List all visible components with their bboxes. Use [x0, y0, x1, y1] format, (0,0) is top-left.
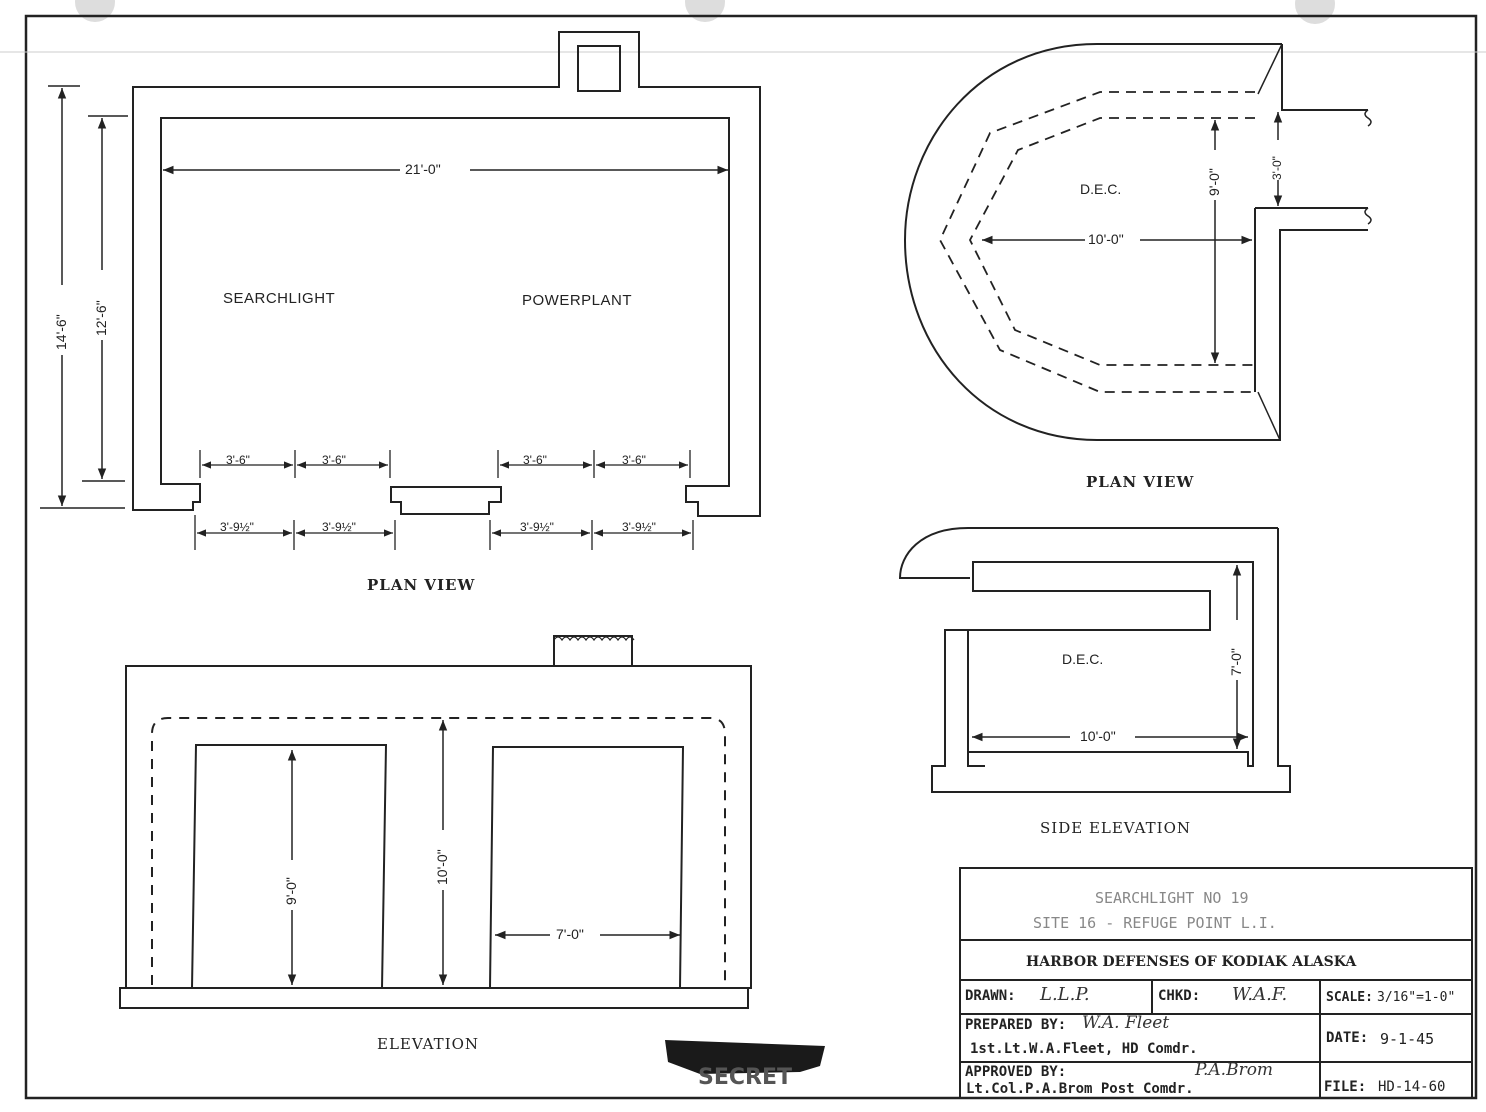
binder-holes	[75, 0, 1335, 24]
tb-file-label: FILE:	[1324, 1079, 1367, 1095]
tb-file-value: HD-14-60	[1378, 1079, 1446, 1095]
tb-approved-name: Lt.Col.P.A.Brom Post Comdr.	[966, 1081, 1194, 1097]
tb-searchlight-number: SEARCHLIGHT NO 19	[1095, 889, 1249, 907]
secret-stamp-text: SECRET	[698, 1065, 792, 1090]
secret-stamp: SECRET	[665, 1040, 825, 1090]
tb-scale-label: SCALE:	[1326, 990, 1373, 1005]
title-block-frame	[959, 867, 1473, 1099]
opening-dim-4: 3'-9½"	[622, 520, 656, 534]
plan-view-title-right: PLAN VIEW	[1086, 473, 1195, 491]
tb-chkd-value: W.A.F.	[1232, 984, 1288, 1005]
tb-date-value: 9-1-45	[1380, 1030, 1435, 1048]
door-dim-3: 3'-6"	[523, 453, 547, 467]
side-elevation-title: SIDE ELEVATION	[1040, 819, 1191, 837]
dim-width-21ft: 21'-0"	[405, 161, 441, 177]
dim-side-height: 7'-0"	[1228, 648, 1244, 676]
plan-view-title-left: PLAN VIEW	[367, 576, 476, 594]
elevation-title: ELEVATION	[377, 1035, 480, 1053]
tb-site-name: SITE 16 - REFUGE POINT L.I.	[1033, 914, 1277, 932]
room-label-dec-plan: D.E.C.	[1080, 181, 1122, 197]
dim-side-width: 10'-0"	[1080, 728, 1116, 744]
opening-dim-2: 3'-9½"	[322, 520, 356, 534]
opening-dim-1: 3'-9½"	[220, 520, 254, 534]
dim-door-height: 9'-0"	[283, 877, 299, 905]
room-label-searchlight: SEARCHLIGHT	[223, 290, 336, 307]
dim-dec-entry: 3'-0"	[1270, 156, 1284, 180]
tb-drawn-value: L.L.P.	[1040, 984, 1090, 1005]
tb-chkd-label: CHKD:	[1158, 988, 1201, 1004]
tb-prepared-signature: W.A. Fleet	[1082, 1013, 1170, 1033]
dim-door-width: 7'-0"	[556, 926, 584, 942]
tb-prepared-label: PREPARED BY:	[965, 1017, 1067, 1033]
room-label-powerplant: POWERPLANT	[522, 292, 633, 309]
dim-dec-height: 9'-0"	[1206, 168, 1222, 196]
tb-approved-signature: P.A.Brom	[1195, 1060, 1274, 1080]
door-dim-2: 3'-6"	[322, 453, 346, 467]
dim-inner-height: 12'-6"	[93, 300, 109, 336]
sheet-border	[24, 14, 1478, 1100]
tb-date-label: DATE:	[1326, 1030, 1369, 1046]
tb-scale-value: 3/16"=1-0"	[1377, 990, 1456, 1005]
dim-dec-width: 10'-0"	[1088, 231, 1124, 247]
side-elevation-drawing	[898, 527, 1291, 793]
dim-total-height: 10'-0"	[434, 849, 450, 885]
opening-dim-3: 3'-9½"	[520, 520, 554, 534]
door-dim-1: 3'-6"	[226, 453, 250, 467]
tb-drawn-label: DRAWN:	[965, 988, 1016, 1004]
plan-view-searchlight-powerplant	[40, 31, 761, 550]
tb-approved-label: APPROVED BY:	[965, 1064, 1067, 1080]
elevation-drawing	[119, 635, 752, 1009]
room-label-dec-side: D.E.C.	[1062, 651, 1104, 667]
tb-prepared-name: 1st.Lt.W.A.Fleet, HD Comdr.	[970, 1041, 1198, 1057]
dim-outer-height: 14'-6"	[53, 314, 69, 350]
door-dim-4: 3'-6"	[622, 453, 646, 467]
tb-organization: HARBOR DEFENSES OF KODIAK ALASKA	[1026, 954, 1357, 970]
plan-view-dec	[903, 43, 1372, 441]
